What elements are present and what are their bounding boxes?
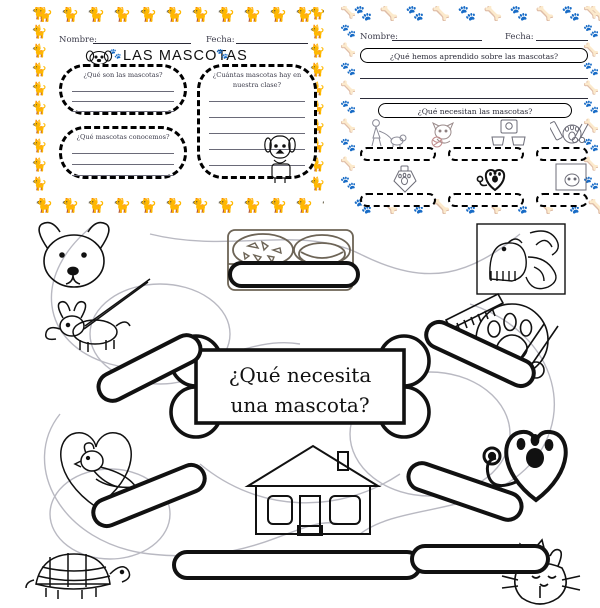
- cat-with-yarn-icon: [431, 121, 454, 148]
- paw-print-icon: 🐾: [109, 49, 122, 60]
- date-label: Fecha:: [505, 32, 534, 42]
- answer-capsule[interactable]: [228, 261, 360, 288]
- bird-on-heart-icon: [60, 432, 138, 508]
- poster-title-line1: ¿Qué necesita: [229, 363, 372, 387]
- poster-title-line2: una mascota?: [230, 393, 369, 417]
- need-label-blank[interactable]: [536, 193, 588, 207]
- answer-capsule[interactable]: [172, 550, 422, 580]
- page-title: LAS MASCOTAS: [123, 48, 248, 64]
- bone-icon-paw-print-icon-border-left: 🦴🐾🦴🐾🦴 🐾🦴🐾🦴🐾: [340, 6, 355, 191]
- person-walking-dog-icon: [371, 119, 407, 147]
- date-input-line[interactable]: [236, 43, 308, 44]
- stethoscope-heart-paw-icon: [482, 429, 568, 503]
- answer-capsule[interactable]: [410, 544, 550, 574]
- question-aprendido: ¿Qué hemos aprendido sobre las mascotas?: [360, 48, 588, 63]
- answer-line[interactable]: [360, 78, 588, 79]
- pet-bed-house-icon: [555, 163, 587, 191]
- name-input-line[interactable]: [392, 40, 482, 41]
- stethoscope-heart-paw-icon: [476, 168, 506, 192]
- cat-silhouette-icon-border-bottom: 🐈🐈🐈🐈🐈🐈🐈🐈🐈🐈🐈🐈: [34, 198, 324, 213]
- need-label-blank[interactable]: [360, 147, 436, 161]
- worksheet-las-mascotas: 🐈🐈🐈🐈🐈🐈🐈🐈🐈🐈🐈🐈 🐈🐈🐈🐈🐈🐈🐈🐈🐈🐈🐈🐈 🐈🐈🐈🐈🐈 🐈🐈🐈🐈🐈 🐈🐈…: [30, 6, 325, 214]
- answer-box-conocemos[interactable]: ¿Qué mascotas conocemos?: [59, 126, 187, 179]
- answer-box-question: ¿Qué son las mascotas?: [83, 71, 163, 79]
- answer-box-question: ¿Cuántas mascotas hay en nuestra clase?: [212, 71, 302, 89]
- answer-box-que-son[interactable]: ¿Qué son las mascotas?: [59, 64, 187, 115]
- worksheet-que-necesitan: 🐾🦴🐾🦴🐾🦴🐾🦴🐾🦴 🐾🦴🐾🦴🐾🦴🐾🦴🐾🦴 🦴🐾🦴🐾🦴 🐾🦴🐾🦴🐾 🦴🐾🦴🐾🦴 …: [340, 6, 600, 214]
- answer-box-cuantas[interactable]: ¿Cuántas mascotas hay en nuestra clase?: [197, 64, 317, 179]
- need-label-blank[interactable]: [360, 193, 436, 207]
- date-label: Fecha:: [206, 35, 235, 45]
- bone-icon-center-title: ¿Qué necesita una mascota?: [169, 334, 431, 439]
- parrot-bird-icon: [476, 223, 566, 295]
- answer-box-question: ¿Qué mascotas conocemos?: [76, 133, 170, 141]
- dog-sitting-icon: [264, 135, 296, 183]
- question-necesitan: ¿Qué necesitan las mascotas?: [378, 103, 572, 118]
- house-icon: [244, 444, 382, 536]
- need-label-blank[interactable]: [448, 147, 524, 161]
- tortoise-icon: [25, 553, 131, 599]
- food-and-water-bowls-icon: [491, 119, 526, 146]
- name-label: Nombre:: [59, 35, 98, 45]
- cat-silhouette-icon-border-left: 🐈🐈🐈🐈🐈 🐈🐈🐈🐈🐈: [31, 7, 46, 192]
- dog-on-leash-icon: [44, 278, 151, 352]
- dog-face-icon: [38, 221, 110, 288]
- answer-line[interactable]: [360, 98, 588, 99]
- grooming-comb-scissors-icon: [550, 121, 589, 144]
- cat-silhouette-icon-border-top: 🐈🐈🐈🐈🐈🐈🐈🐈🐈🐈🐈🐈: [34, 7, 324, 22]
- paw-print-icon: 🐾: [216, 49, 229, 60]
- date-input-line[interactable]: [536, 40, 588, 41]
- need-label-blank[interactable]: [448, 193, 524, 207]
- name-label: Nombre:: [360, 32, 399, 42]
- name-input-line[interactable]: [93, 43, 191, 44]
- shampoo-bottle-icon: [393, 165, 417, 193]
- bone-icon-paw-print-icon-border-top: 🐾🦴🐾🦴🐾🦴🐾🦴🐾🦴: [353, 6, 600, 21]
- poster-que-necesita-una-mascota: ¿Qué necesita una mascota?: [0, 214, 600, 605]
- need-label-blank[interactable]: [536, 147, 588, 161]
